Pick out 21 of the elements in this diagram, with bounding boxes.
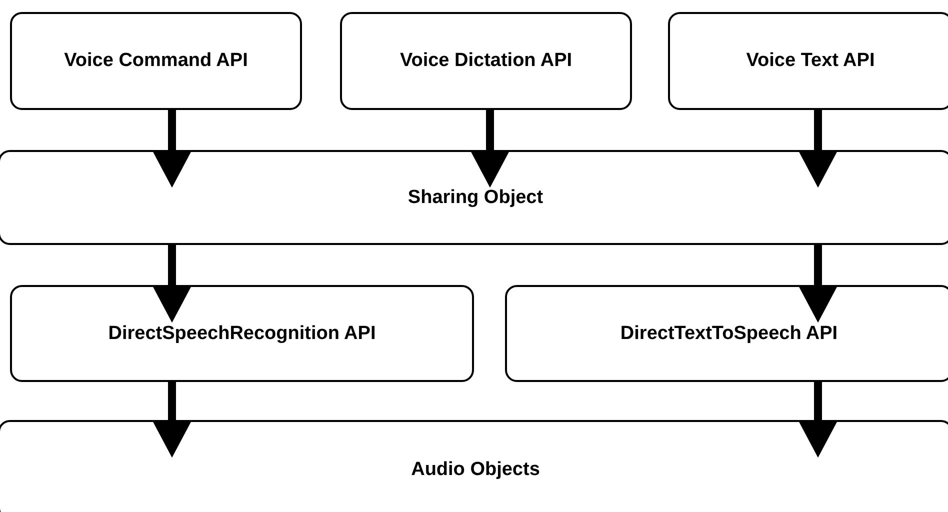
arrow [798, 245, 838, 323]
arrow [798, 110, 838, 188]
arrow [152, 245, 192, 323]
box-label: DirectSpeechRecognition API [108, 322, 376, 344]
process-box [505, 285, 948, 382]
arrow [152, 110, 192, 188]
process-box [0, 420, 948, 512]
process-box [340, 12, 632, 110]
process-box [10, 285, 474, 382]
arrow [798, 382, 838, 458]
arrow [470, 110, 510, 188]
box-label: Voice Text API [746, 50, 875, 72]
process-box [10, 12, 302, 110]
box-label: Voice Command API [64, 50, 248, 72]
process-box [0, 150, 948, 245]
process-box [668, 12, 948, 110]
box-label: Audio Objects [411, 459, 540, 481]
box-label: Voice Dictation API [400, 50, 572, 72]
box-label: Sharing Object [408, 186, 544, 208]
box-label: DirectTextToSpeech API [620, 322, 838, 344]
arrow [152, 382, 192, 458]
